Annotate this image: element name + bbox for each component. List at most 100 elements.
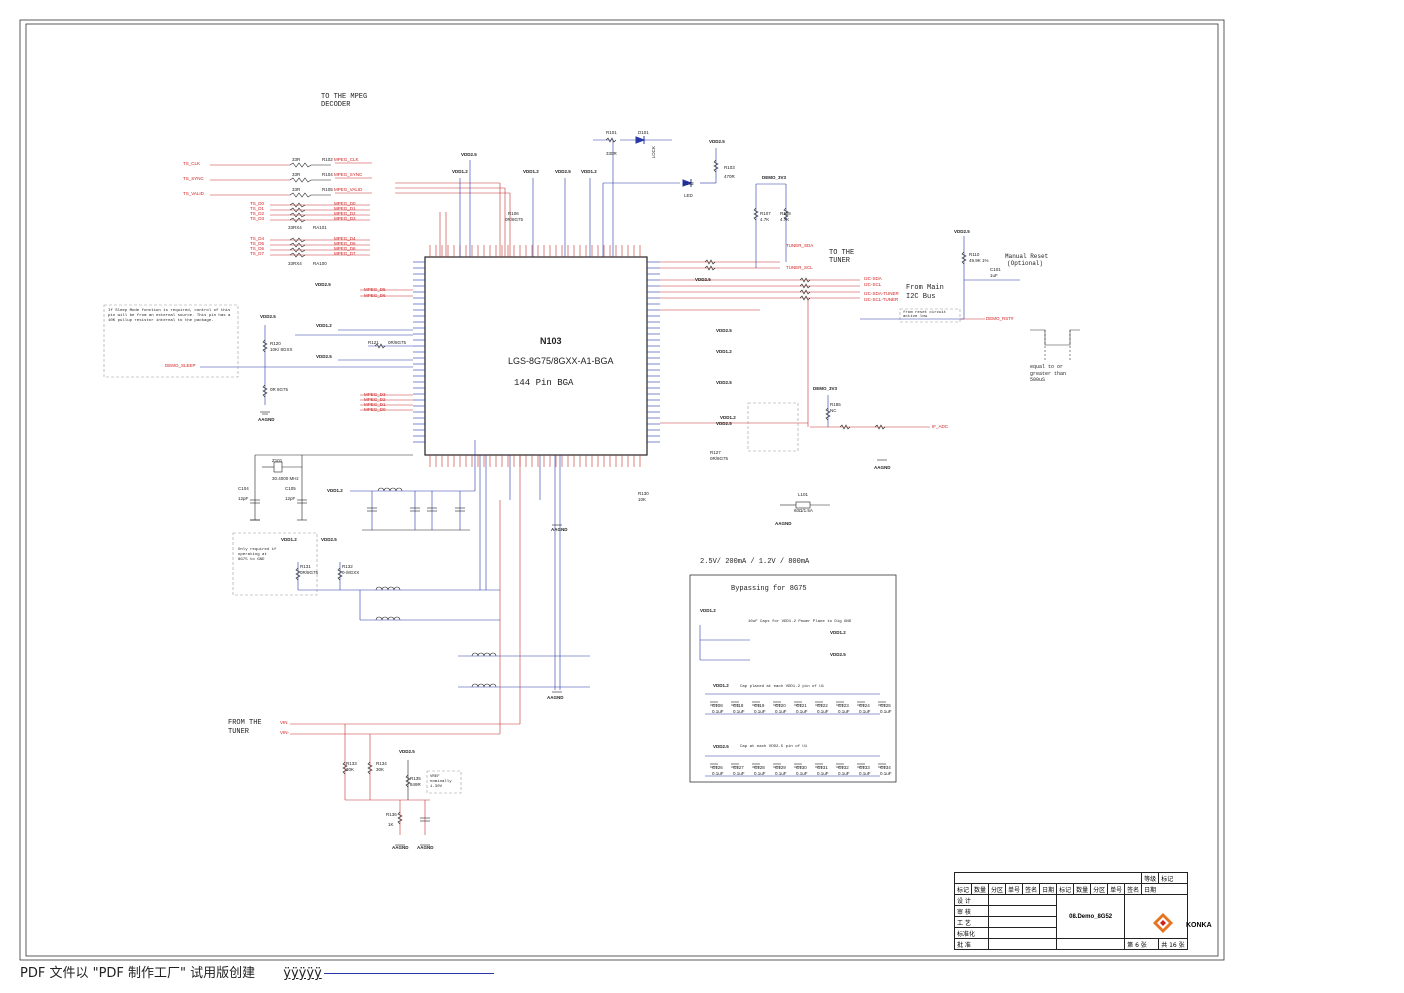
from-tuner-1: FROM THE bbox=[228, 719, 262, 727]
bypass-cap-ref: C134 bbox=[880, 765, 891, 770]
r134-val: 30K bbox=[376, 767, 385, 772]
bypass-cap-val: 0.1uF bbox=[880, 709, 892, 714]
ts-d0: TS_D0 bbox=[250, 201, 265, 206]
c104-ref: C104 bbox=[238, 486, 249, 491]
bypass-cap-val: 0.1uF bbox=[712, 771, 724, 776]
vdd25-label-15: VDD2.5 bbox=[713, 744, 729, 749]
vdd25-label-13: VDD2.5 bbox=[399, 749, 415, 754]
footer-link[interactable]: ÿÿÿÿÿ bbox=[283, 966, 322, 981]
aagnd-label-3: AAGND bbox=[547, 695, 564, 700]
vdd12-label-10: VDD1.2 bbox=[830, 630, 846, 635]
net-i2c-scl: I2C-SCL bbox=[864, 282, 882, 287]
net-tuner-scl: TUNER_SCL bbox=[786, 265, 813, 270]
r120-val: 10K/ 8GXX bbox=[270, 347, 293, 352]
tb-h5: 日期 bbox=[1039, 883, 1058, 895]
tuner-heading-1: TO THE bbox=[829, 249, 855, 257]
mpeg-d6: MPEG_D6 bbox=[334, 246, 356, 251]
manual-reset-2: (Optional) bbox=[1007, 260, 1044, 267]
mpeg-d3: MPEG_D3 bbox=[334, 216, 356, 221]
bypass-cap-ref: C124 bbox=[859, 703, 870, 708]
note-reset: from reset circuit active low bbox=[903, 311, 947, 319]
r105-ref: R105 bbox=[322, 187, 333, 192]
r131-val: 0R/8G75 bbox=[300, 570, 319, 575]
mpeg-d5: MPEG_D5 bbox=[334, 241, 356, 246]
r110-val: 49.9K 1% bbox=[969, 258, 989, 263]
bypass-cap-val: 0.1uF bbox=[775, 771, 787, 776]
d102-val: LED bbox=[684, 193, 693, 198]
net-if-adc: IF_ADC bbox=[932, 424, 949, 429]
r122-val: 0R 8G75 bbox=[270, 387, 289, 392]
r103-ref: R103 bbox=[724, 165, 735, 170]
mpeg-d0: MPEG_D0 bbox=[334, 201, 356, 206]
note-sleep: If Sleep Mode function is required, cont… bbox=[108, 309, 231, 324]
net-ts-sync: TS_SYNC bbox=[183, 176, 204, 181]
vdd25-label: VDD2.5 bbox=[461, 152, 477, 157]
bypass-cap-ref: C127 bbox=[733, 765, 744, 770]
aagnd-label-4: AAGND bbox=[392, 845, 409, 850]
r103-val: 470R bbox=[724, 174, 735, 179]
r110-ref: R110 bbox=[969, 252, 980, 257]
bypass-cap-val: 0.1uF bbox=[796, 709, 808, 714]
chip-part: LGS-8G75/8GXX-A1-BGA bbox=[508, 356, 614, 366]
bypass-cap-ref: C125 bbox=[880, 703, 891, 708]
mpeg-d1: MPEG_D1 bbox=[334, 206, 356, 211]
net-i2c-sda-tuner: I2C-SDA-TUNER bbox=[864, 291, 899, 296]
chip-ref: N103 bbox=[540, 336, 562, 346]
vdd25-label-9: VDD2.5 bbox=[716, 328, 732, 333]
bypass-cap-ref: C119 bbox=[754, 703, 765, 708]
note-r135: VREF nominally 1.30V bbox=[430, 775, 452, 790]
bypass-cap-val: 0.1uF bbox=[754, 771, 766, 776]
tb-h11: 日期 bbox=[1141, 883, 1188, 895]
tb-h10: 签名 bbox=[1124, 883, 1143, 895]
r104-val: 33R bbox=[292, 172, 301, 177]
manual-reset-1: Manual Reset bbox=[1005, 253, 1049, 260]
r102-val: 33R bbox=[292, 157, 301, 162]
net-mpeg-d5: MPEG_D5 bbox=[364, 287, 386, 292]
r106-ref: R106 bbox=[508, 211, 519, 216]
tb-grade: 等级 bbox=[1141, 872, 1160, 884]
bypass-cap-val: 0.1uF bbox=[775, 709, 787, 714]
mpeg-d4: MPEG_D4 bbox=[334, 236, 356, 241]
mpeg-clk: MPEG_CLK bbox=[334, 157, 359, 162]
net-i2c-sda: I2C-SDA bbox=[864, 276, 882, 281]
ra101-ref: RA101 bbox=[313, 225, 327, 230]
aagnd-label-7: AAGND bbox=[775, 521, 792, 526]
bypass-cap-val: 0.1uF bbox=[817, 771, 829, 776]
demo3v3-label-2: DEMO_3V3 bbox=[813, 386, 838, 391]
r185-val: NC bbox=[830, 408, 837, 413]
net-mpeg-d0b: MPEG_D0 bbox=[364, 407, 386, 412]
c105-ref: C105 bbox=[285, 486, 296, 491]
bypass-cap-ref: C123 bbox=[838, 703, 849, 708]
bypass-cap-ref: C129 bbox=[775, 765, 786, 770]
demo3v3-label: DEMO_3V3 bbox=[762, 175, 787, 180]
bypass-cap-ref: C122 bbox=[817, 703, 828, 708]
r132-val: 0-/8GXX bbox=[342, 570, 360, 575]
r130-val: 10K bbox=[638, 497, 647, 502]
net-ts-clk: TS_CLK bbox=[183, 161, 201, 166]
r127-ref: R127 bbox=[710, 450, 721, 455]
vdd25-label-14: VDD2.5 bbox=[830, 652, 846, 657]
r134-ref: R134 bbox=[376, 761, 387, 766]
ts-d3: TS_D3 bbox=[250, 216, 265, 221]
bypass-cap-ref: C132 bbox=[838, 765, 849, 770]
bypass-cap-ref: C118 bbox=[733, 703, 744, 708]
mpeg-heading-1: TO THE MPEG bbox=[321, 93, 368, 101]
r121-val: 0R/8G75 bbox=[388, 340, 407, 345]
mpeg-d2: MPEG_D2 bbox=[334, 211, 356, 216]
vdd12-label-3: VDD1.2 bbox=[581, 169, 597, 174]
net-mpeg-d1b: MPEG_D1 bbox=[364, 402, 386, 407]
bypass-cap-ref: C128 bbox=[754, 765, 765, 770]
c105-val: 12pF bbox=[285, 496, 296, 501]
mpeg-d7: MPEG_D7 bbox=[334, 251, 356, 256]
tb-h6: 标记 bbox=[1056, 883, 1075, 895]
r185-ref: R185 bbox=[830, 402, 841, 407]
company-name: KONKA bbox=[1186, 922, 1212, 929]
r101-ref: R101 bbox=[606, 130, 617, 135]
note-r131: Only required if operating at 8G75 to GN… bbox=[238, 548, 277, 563]
vdd25-label-11: VDD2.5 bbox=[716, 421, 732, 426]
r127-val: 0R/8G75 bbox=[710, 456, 729, 461]
r121-ref: R121 bbox=[368, 340, 379, 345]
note-bypass3: Cap at each VDD2.5 pin of U1 bbox=[740, 745, 808, 749]
aagnd-label-5: AAGND bbox=[417, 845, 434, 850]
r108-ref: R108 bbox=[780, 211, 791, 216]
